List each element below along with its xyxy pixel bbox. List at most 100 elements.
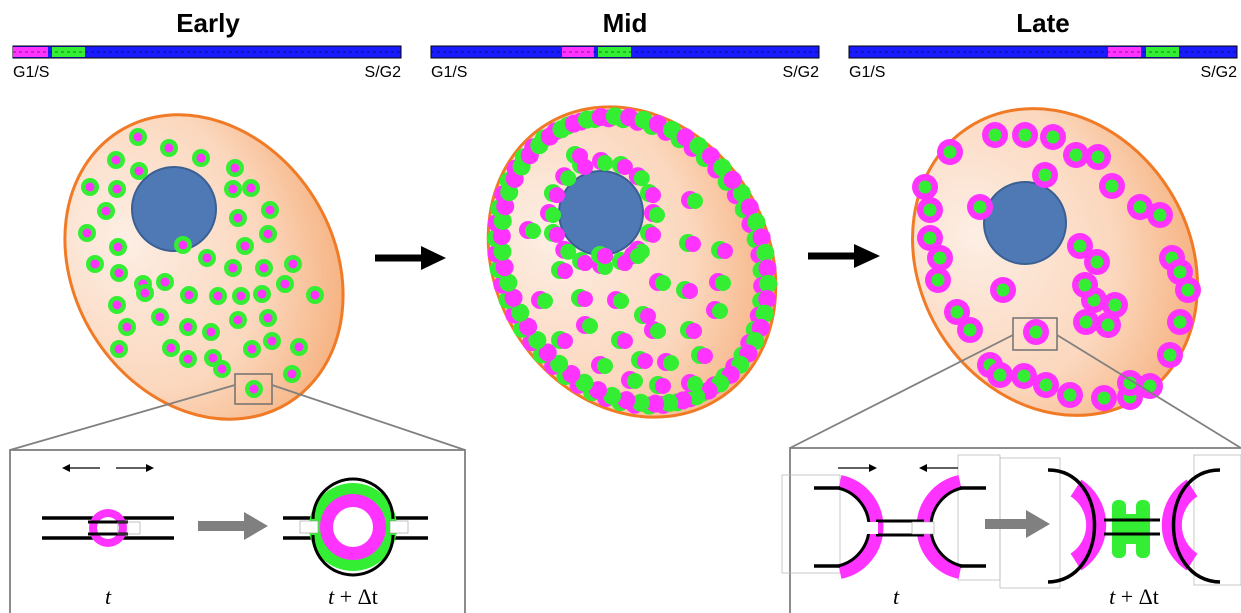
replication-focus bbox=[532, 343, 557, 364]
replication-focus bbox=[571, 289, 593, 307]
replication-focus bbox=[226, 159, 244, 177]
replication-focus bbox=[555, 240, 577, 260]
replication-focus bbox=[108, 180, 126, 198]
progression-arrow-1 bbox=[375, 246, 446, 270]
magenta-segment bbox=[1108, 47, 1141, 57]
replication-focus bbox=[644, 321, 666, 339]
replication-focus bbox=[566, 146, 588, 164]
progression-arrow-2 bbox=[808, 244, 880, 268]
replication-focus bbox=[97, 202, 115, 220]
replication-focus bbox=[752, 259, 777, 280]
replication-focus bbox=[937, 139, 963, 165]
replication-focus bbox=[109, 238, 127, 256]
replication-focus bbox=[987, 362, 1013, 388]
replication-focus bbox=[1102, 292, 1128, 318]
replication-focus bbox=[1012, 122, 1038, 148]
time-label-t-plus-dt: t + Δt bbox=[1109, 584, 1159, 609]
replication-bubble-t bbox=[42, 509, 174, 547]
replication-focus bbox=[1063, 142, 1089, 168]
panel-title-mid: Mid bbox=[603, 8, 648, 38]
replication-focus bbox=[498, 288, 523, 309]
replication-focus bbox=[1072, 272, 1098, 298]
replication-focus bbox=[202, 323, 220, 341]
replication-focus bbox=[283, 365, 301, 383]
zoom-line bbox=[271, 384, 466, 451]
converging-forks-t bbox=[814, 475, 986, 579]
fork-direction-arrows bbox=[62, 464, 154, 472]
replication-focus bbox=[522, 331, 547, 352]
replication-focus bbox=[156, 273, 174, 291]
replication-focus bbox=[519, 221, 541, 239]
replication-focus bbox=[1073, 309, 1099, 335]
replication-focus bbox=[284, 255, 302, 273]
replication-focus bbox=[709, 273, 731, 291]
zoom-line bbox=[1056, 334, 1241, 449]
replication-focus bbox=[136, 284, 154, 302]
replication-focus bbox=[192, 149, 210, 167]
replication-focus bbox=[1067, 233, 1093, 259]
replication-focus bbox=[224, 180, 242, 198]
replication-focus bbox=[644, 204, 665, 223]
replication-focus bbox=[160, 139, 178, 157]
replication-focus bbox=[640, 184, 662, 204]
replication-focus bbox=[621, 371, 643, 389]
replication-focus bbox=[540, 204, 561, 223]
replication-focus bbox=[1175, 277, 1201, 303]
replication-focus bbox=[174, 236, 192, 254]
replication-foci-mid bbox=[486, 107, 778, 415]
replication-focus bbox=[679, 234, 701, 252]
replication-focus bbox=[306, 286, 324, 304]
green-segment bbox=[598, 47, 631, 57]
panel-title-late: Late bbox=[1016, 8, 1069, 38]
replication-focus bbox=[649, 273, 671, 291]
replication-focus bbox=[591, 246, 613, 264]
replication-focus bbox=[611, 331, 633, 349]
replication-focus bbox=[634, 306, 656, 324]
replication-focus bbox=[611, 155, 633, 175]
replication-focus bbox=[180, 286, 198, 304]
replication-focus bbox=[505, 303, 530, 324]
nucleus bbox=[983, 181, 1067, 265]
replication-focus bbox=[656, 120, 681, 141]
replication-focus bbox=[691, 346, 713, 364]
replication-focus bbox=[957, 317, 983, 343]
replication-focus bbox=[572, 252, 594, 272]
replication-focus bbox=[1033, 372, 1059, 398]
replication-focus bbox=[531, 291, 553, 309]
replication-bubble-t-plus-dt bbox=[283, 477, 428, 577]
merged-forks-t-plus-dt bbox=[1047, 468, 1221, 584]
replication-focus bbox=[1099, 173, 1125, 199]
bar-end-label-mid: S/G2 bbox=[783, 64, 820, 81]
replication-foci-early bbox=[78, 128, 324, 398]
replication-focus bbox=[967, 194, 993, 220]
replication-focus bbox=[576, 316, 598, 334]
replication-focus bbox=[1032, 162, 1058, 188]
zoom-box-late bbox=[1012, 317, 1058, 351]
replication-focus bbox=[1127, 194, 1153, 220]
replication-focus bbox=[1011, 363, 1037, 389]
replication-focus bbox=[681, 374, 703, 392]
replication-focus bbox=[261, 201, 279, 219]
inset-late: t t + Δt bbox=[781, 447, 1241, 613]
replication-focus bbox=[259, 309, 277, 327]
replication-focus bbox=[681, 191, 703, 209]
zoom-box-early bbox=[234, 373, 273, 405]
replication-focus bbox=[640, 223, 662, 243]
replication-focus bbox=[749, 304, 774, 325]
inset-early: t t + Δt bbox=[9, 449, 466, 613]
nucleus bbox=[131, 166, 217, 252]
replication-focus bbox=[1057, 382, 1083, 408]
replication-focus bbox=[78, 224, 96, 242]
replication-focus bbox=[551, 331, 573, 349]
replication-focus bbox=[543, 223, 565, 243]
replication-focus bbox=[110, 340, 128, 358]
replication-focus bbox=[232, 287, 250, 305]
replication-focus bbox=[649, 376, 671, 394]
replication-focus bbox=[229, 209, 247, 227]
replication-focus bbox=[118, 318, 136, 336]
replication-focus bbox=[1095, 312, 1121, 338]
replication-focus bbox=[259, 225, 277, 243]
cell-early bbox=[63, 113, 345, 421]
bar-start-label-late: G1/S bbox=[849, 64, 885, 81]
replication-focus bbox=[1147, 202, 1173, 228]
